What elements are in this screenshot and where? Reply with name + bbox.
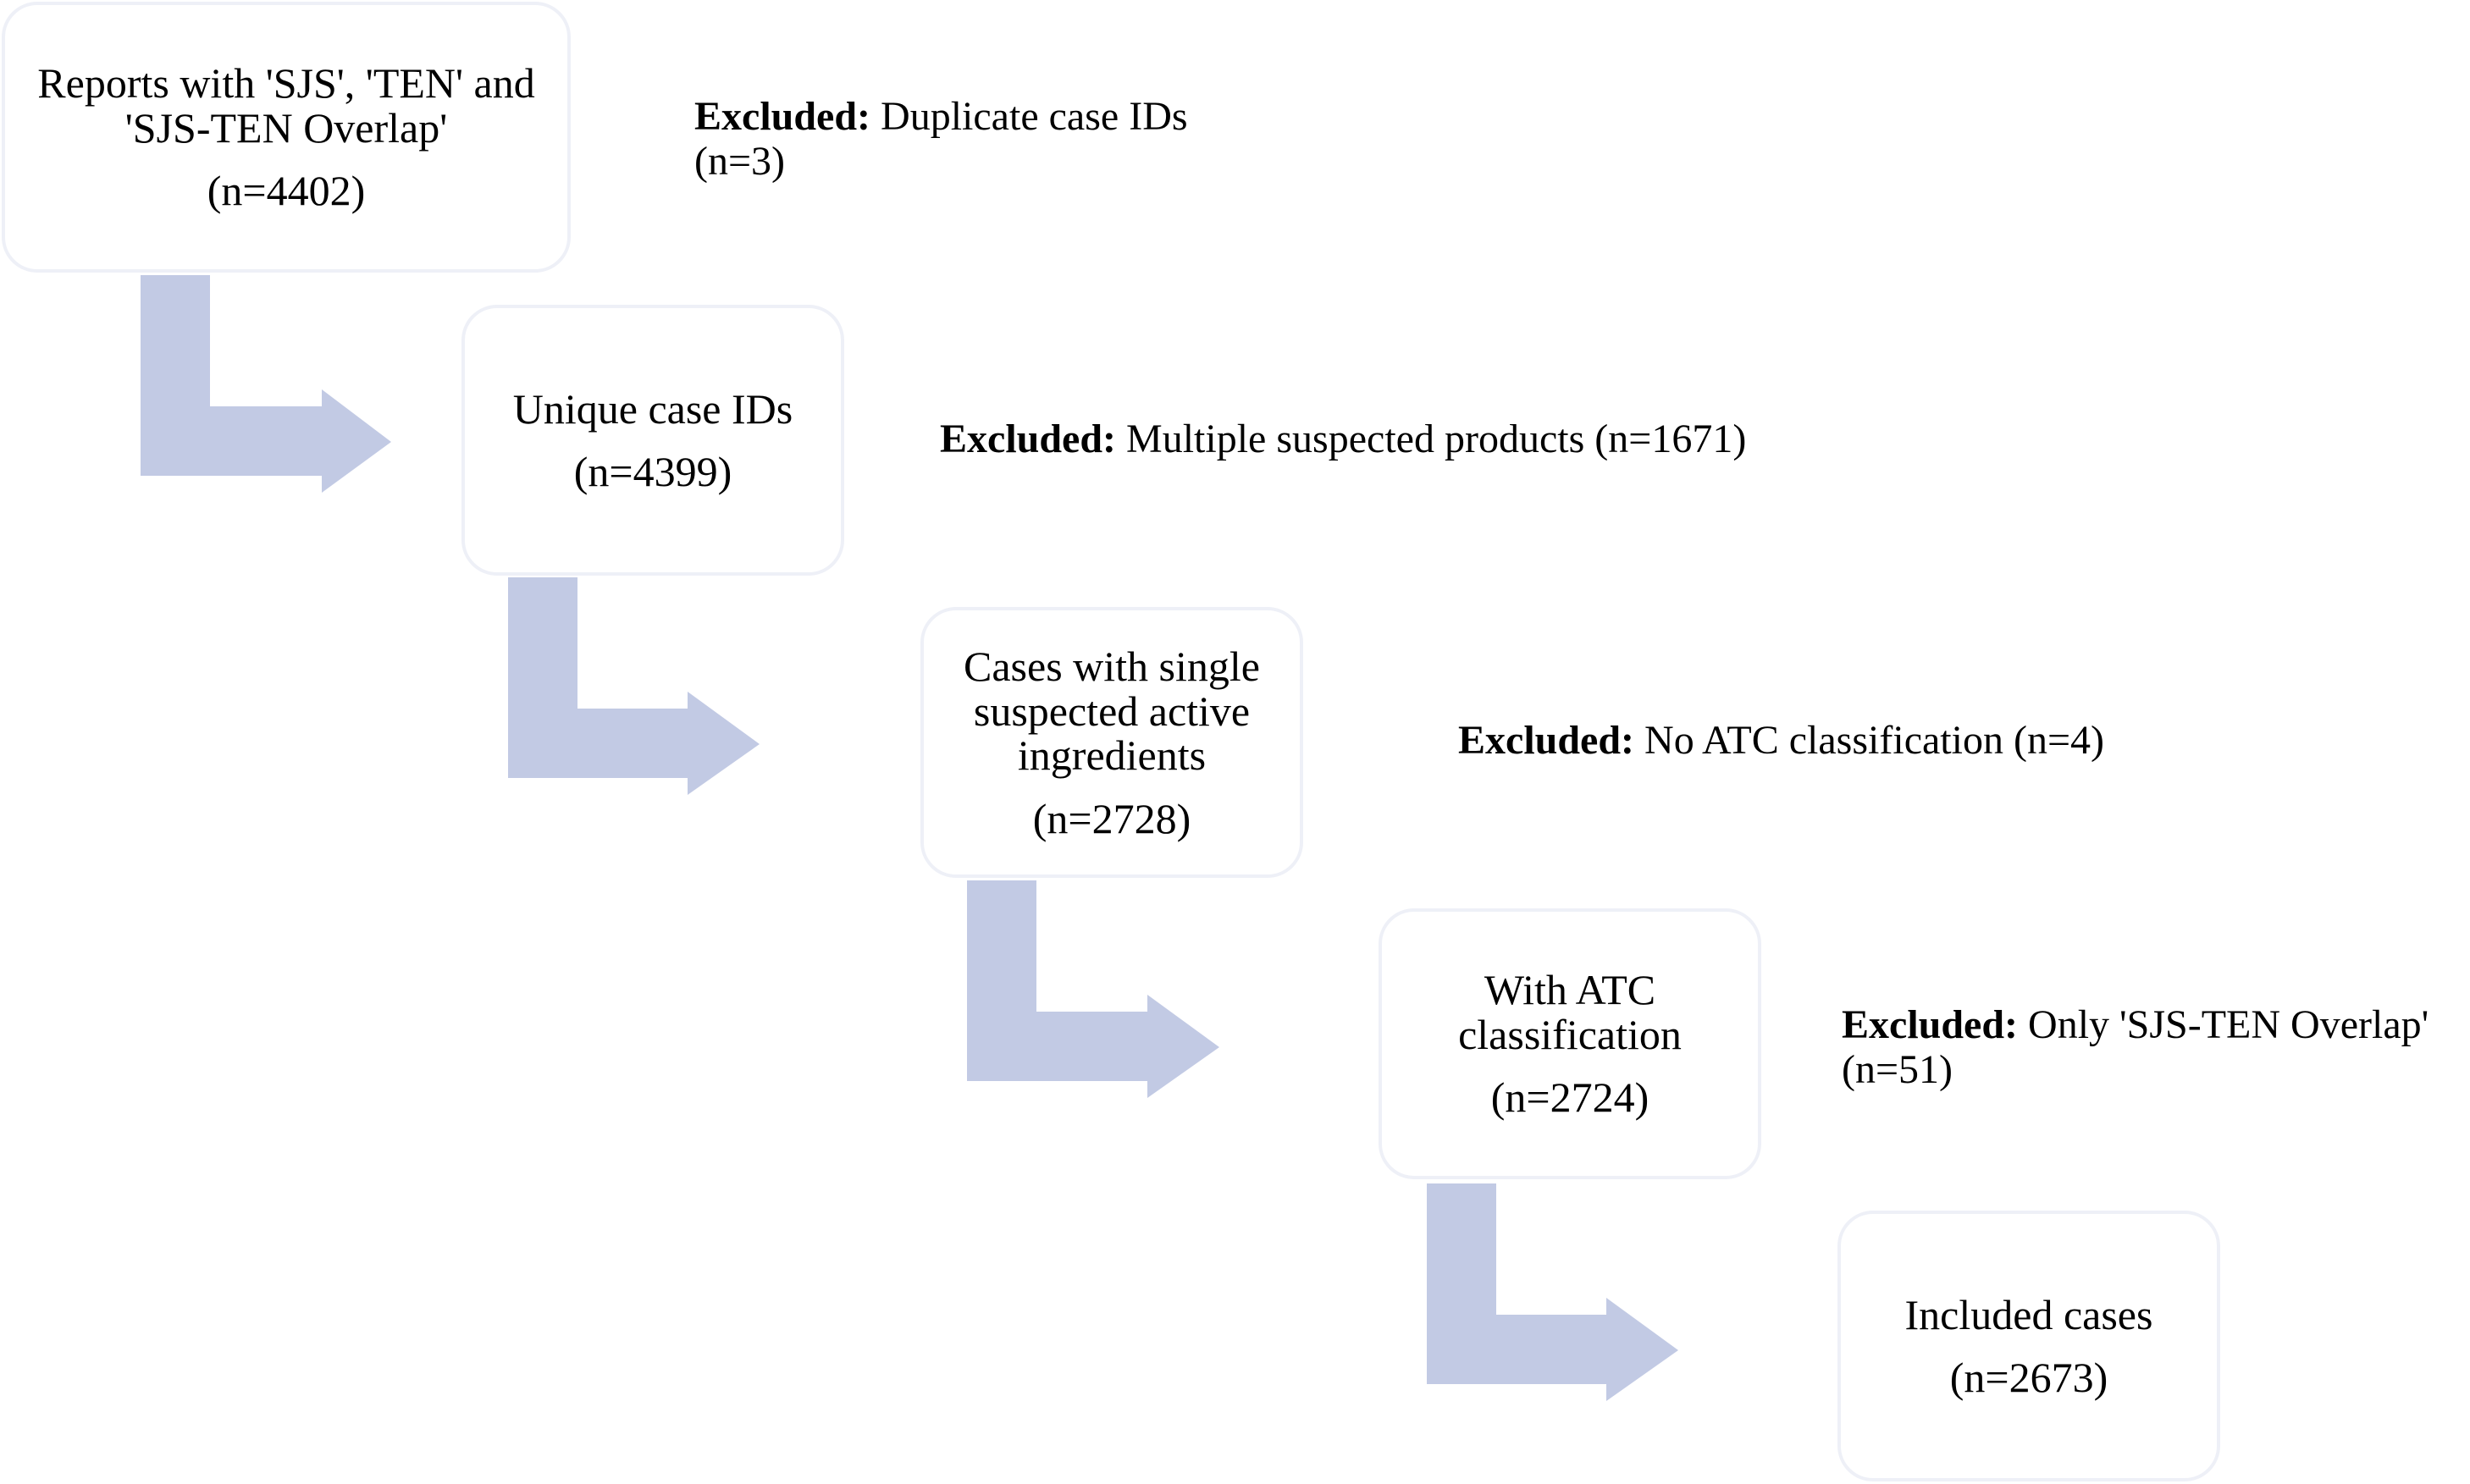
exclusion-count: (n=3) xyxy=(694,138,786,184)
exclusion-prefix: Excluded: xyxy=(1842,1002,2019,1047)
exclusion-detail: Duplicate case IDs xyxy=(870,94,1188,139)
exclusion-detail: Multiple suspected products (n=1671) xyxy=(1116,417,1747,461)
exclusion-detail: Only 'SJS-TEN Overlap' xyxy=(2018,1002,2429,1047)
flow-box-atc-classification: With ATC classification (n=2724) xyxy=(1379,908,1761,1179)
exclusion-count: (n=51) xyxy=(1842,1046,1953,1092)
exclusion-prefix: Excluded: xyxy=(940,417,1117,461)
flow-box-included-cases: Included cases (n=2673) xyxy=(1837,1211,2220,1481)
elbow-arrow-2 xyxy=(508,577,760,795)
exclusion-no-atc: Excluded: No ATC classification (n=4) xyxy=(1458,718,2105,764)
flow-box-label: Unique case IDs xyxy=(512,384,793,433)
exclusion-prefix: Excluded: xyxy=(1458,718,1635,763)
flow-box-count: (n=2728) xyxy=(1032,794,1191,842)
flow-box-label: Reports with 'SJS', 'TEN' and 'SJS-TEN O… xyxy=(37,59,535,152)
flow-box-count: (n=4402) xyxy=(207,167,366,215)
flow-box-label: Included cases xyxy=(1904,1290,2153,1338)
flow-box-unique-case-ids: Unique case IDs (n=4399) xyxy=(461,305,844,576)
exclusion-detail: No ATC classification (n=4) xyxy=(1634,718,2105,763)
elbow-arrow-1 xyxy=(141,275,391,493)
exclusion-duplicate-ids: Excluded: Duplicate case IDs (n=3) xyxy=(694,94,1188,185)
flow-box-reports: Reports with 'SJS', 'TEN' and 'SJS-TEN O… xyxy=(2,2,571,273)
exclusion-sjs-ten-overlap: Excluded: Only 'SJS-TEN Overlap' (n=51) xyxy=(1842,1002,2429,1093)
flow-box-label: With ATC classification xyxy=(1458,966,1682,1058)
flow-box-count: (n=4399) xyxy=(573,448,732,495)
flow-box-single-ingredient: Cases with single suspected active ingre… xyxy=(920,607,1303,878)
flow-box-count: (n=2724) xyxy=(1490,1073,1649,1122)
flow-box-count: (n=2673) xyxy=(1949,1354,2108,1401)
elbow-arrow-3 xyxy=(967,880,1219,1098)
exclusion-prefix: Excluded: xyxy=(694,94,871,139)
exclusion-multiple-products: Excluded: Multiple suspected products (n… xyxy=(940,417,1746,462)
elbow-arrow-4 xyxy=(1427,1183,1678,1401)
flow-box-label: Cases with single suspected active ingre… xyxy=(964,643,1260,779)
